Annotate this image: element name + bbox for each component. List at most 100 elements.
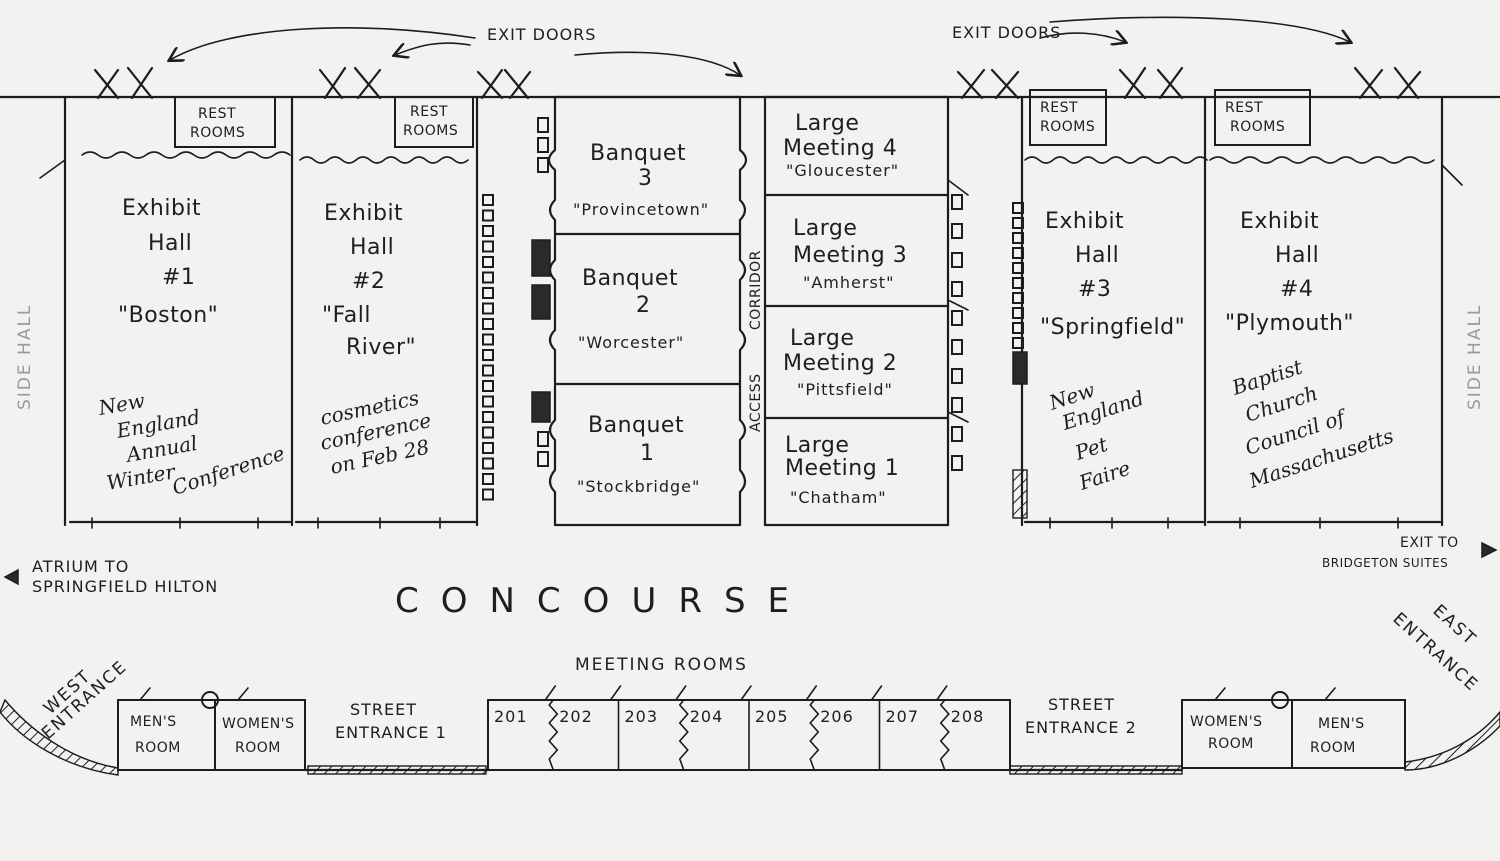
large-meeting-4-l1: Large <box>795 111 859 136</box>
rest-rooms-1-l2: ROOMS <box>190 125 245 141</box>
room-divider <box>548 699 559 771</box>
atrium-label-2: SPRINGFIELD HILTON <box>32 577 218 596</box>
exhibit-hall-3 <box>1012 89 1208 527</box>
meeting-rooms-label: MEETING ROOMS <box>575 655 748 675</box>
storage-column-left <box>482 194 494 501</box>
exhibit-hall-2-name-2: River" <box>346 335 416 360</box>
exhibit-hall-4-name: "Plymouth" <box>1225 311 1354 336</box>
large-meeting-3-l1: Large <box>793 216 857 241</box>
womens-room-right-l1: WOMEN'S <box>1190 714 1263 730</box>
exhibit-hall-3-name: "Springfield" <box>1040 315 1185 340</box>
exhibit-hall-4-l1: Exhibit <box>1240 209 1319 234</box>
exhibit-hall-2 <box>294 95 479 527</box>
large-meeting-2-l2: Meeting 2 <box>783 351 897 376</box>
storage-box <box>482 473 494 485</box>
exhibit-hall-1-l2: Hall <box>148 231 192 256</box>
storage-box <box>482 225 494 237</box>
storage-box <box>951 281 963 297</box>
exit-to-label-2: BRIDGETON SUITES <box>1322 556 1448 570</box>
meeting-room-202: 202 <box>559 707 593 726</box>
side-hall-right: SIDE HALL <box>1465 304 1485 410</box>
meeting-room-dividers <box>544 685 950 771</box>
meeting-room-203: 203 <box>625 707 659 726</box>
meeting-room-208: 208 <box>951 707 985 726</box>
bottom-rooms <box>117 687 1406 775</box>
rest-rooms-3-l2: ROOMS <box>1040 119 1095 135</box>
meeting-room-205: 205 <box>755 707 789 726</box>
storage-box <box>1012 232 1024 244</box>
room-divider <box>809 699 820 771</box>
banquet-1-name: "Stockbridge" <box>577 477 700 496</box>
storage-box <box>482 209 494 222</box>
storage-box <box>1012 217 1024 229</box>
room-divider <box>939 699 950 771</box>
banquet-3-name: "Provincetown" <box>573 200 709 219</box>
storage-box <box>1012 292 1024 304</box>
large-meeting-2-name: "Pittsfield" <box>797 380 893 399</box>
storage-box <box>482 395 494 408</box>
large-meeting-block <box>763 95 969 527</box>
side-hall-left: SIDE HALL <box>15 304 35 410</box>
rest-rooms-3-l1: REST <box>1040 100 1078 116</box>
exhibit-hall-4-num: #4 <box>1280 277 1313 302</box>
storage-box <box>482 488 494 501</box>
exhibit-hall-4 <box>1206 89 1463 527</box>
exhibit-hall-2-num: #2 <box>352 269 385 294</box>
large-meeting-3-l2: Meeting 3 <box>793 243 907 268</box>
exit-door-arrows <box>170 16 1350 75</box>
meeting-room-207: 207 <box>886 707 920 726</box>
meeting-room-201: 201 <box>494 707 528 726</box>
banquet-2-name: "Worcester" <box>578 333 684 352</box>
storage-box <box>951 252 963 268</box>
storage-box <box>1012 277 1024 289</box>
meeting-room-204: 204 <box>690 707 724 726</box>
exhibit-hall-2-l2: Hall <box>350 235 394 260</box>
room-door <box>544 685 557 701</box>
exhibit-hall-1-num: #1 <box>162 265 195 290</box>
storage-box <box>1012 202 1024 214</box>
hall-3-note-3: Pet <box>1071 432 1111 465</box>
banquet-block <box>531 95 748 527</box>
large-meeting-1-l1: Large <box>785 433 849 458</box>
room-door <box>805 685 818 701</box>
storage-box <box>1012 322 1024 334</box>
storage-box <box>482 349 494 361</box>
rest-rooms-1-l1: REST <box>198 106 236 122</box>
storage-column-right <box>1012 202 1024 349</box>
exit-arrow-icon <box>1481 541 1498 559</box>
banquet-2-l2: 2 <box>636 293 651 318</box>
large-meeting-3-name: "Amherst" <box>803 273 894 292</box>
storage-box <box>1012 337 1024 349</box>
large-meeting-4-name: "Gloucester" <box>786 161 899 180</box>
exhibit-hall-3-l2: Hall <box>1075 243 1119 268</box>
storage-box <box>951 397 963 413</box>
storage-box <box>482 333 494 346</box>
mens-room-right-l1: MEN'S <box>1318 716 1365 732</box>
west-entrance <box>0 698 119 776</box>
storage-box <box>951 339 963 355</box>
rest-rooms-4-l2: ROOMS <box>1230 119 1285 135</box>
storage-box <box>482 457 494 470</box>
exhibit-hall-3-num: #3 <box>1078 277 1111 302</box>
exhibit-hall-1-l1: Exhibit <box>122 196 201 221</box>
exhibit-hall-4-l2: Hall <box>1275 243 1319 268</box>
large-meeting-1-l2: Meeting 1 <box>785 456 899 481</box>
room-door <box>609 685 622 701</box>
room-door <box>674 685 687 701</box>
banquet-2-l1: Banquet <box>582 266 678 291</box>
storage-box <box>951 426 963 442</box>
womens-room-left-l2: ROOM <box>235 740 281 756</box>
storage-box <box>482 287 494 299</box>
storage-box <box>482 194 494 206</box>
corridor-label: CORRIDOR <box>748 250 764 330</box>
storage-box <box>482 426 494 439</box>
storage-box <box>482 380 494 392</box>
exit-door-marks <box>93 66 1422 100</box>
storage-box <box>1012 262 1024 274</box>
concourse-label: CONCOURSE <box>395 581 811 621</box>
exit-doors-label-left: EXIT DOORS <box>487 25 596 44</box>
street-entrance-1-l2: ENTRANCE 1 <box>335 723 447 742</box>
